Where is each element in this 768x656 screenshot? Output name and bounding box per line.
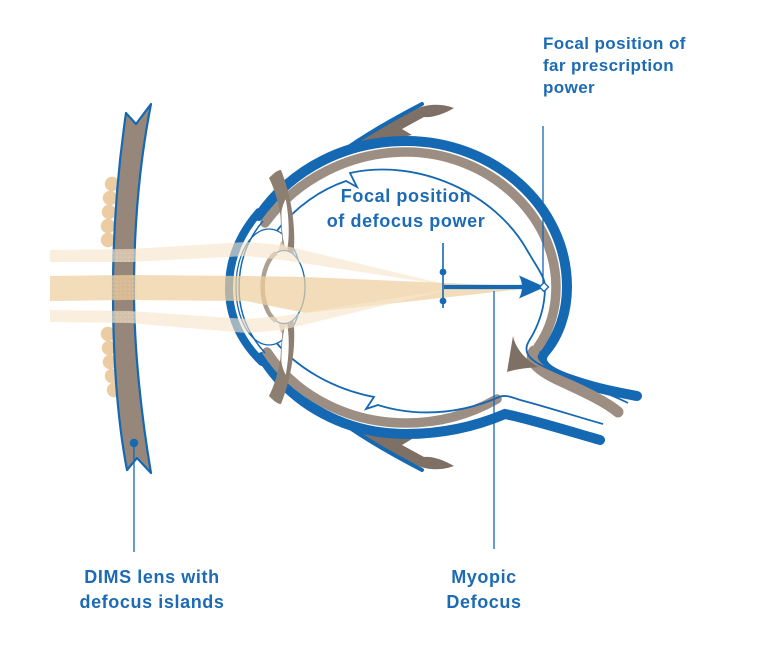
label-far-prescription: Focal position of far prescription power xyxy=(543,33,743,99)
iris-upper-slit xyxy=(280,196,290,253)
defocus-island xyxy=(100,218,116,234)
label-dims-lens: DIMS lens with defocus islands xyxy=(57,565,247,615)
label-line: Defocus xyxy=(446,592,522,612)
label-line: far prescription xyxy=(543,56,675,75)
label-line: Focal position of xyxy=(543,34,686,53)
light-rays xyxy=(50,242,540,333)
light-ray-top xyxy=(50,242,452,286)
optic-nerve-wedge xyxy=(507,336,539,372)
label-myopic-defocus: Myopic Defocus xyxy=(414,565,554,615)
light-ray-bottom xyxy=(50,289,452,333)
label-line: DIMS lens with xyxy=(84,567,220,587)
choroid-layer-top xyxy=(260,147,561,352)
focal-dot-lower xyxy=(439,297,447,305)
eye-muscle-top xyxy=(347,104,454,149)
myopic-defocus-arrow-head xyxy=(519,275,545,299)
defocus-island xyxy=(100,232,116,248)
label-defocus-power: Focal position of defocus power xyxy=(306,184,506,234)
sclera-outline-bottom xyxy=(257,352,605,445)
retina-line-bottom xyxy=(274,340,604,425)
retina-line-top xyxy=(274,168,629,404)
focal-dot-upper xyxy=(439,268,447,276)
defocus-island xyxy=(101,204,117,220)
label-line: Focal position xyxy=(340,186,472,206)
label-line: defocus islands xyxy=(79,592,225,612)
label-line: Myopic xyxy=(451,567,517,587)
defocus-island xyxy=(100,326,116,342)
defocus-island xyxy=(104,176,120,192)
defocus-island xyxy=(102,190,118,206)
arrow-tip-diamond xyxy=(538,281,550,293)
label-line: power xyxy=(543,78,596,97)
label-line: of defocus power xyxy=(326,211,486,231)
choroid-layer-bottom xyxy=(262,347,502,428)
annotations xyxy=(129,126,550,552)
light-ray-middle xyxy=(50,275,540,313)
iris-lower-slit xyxy=(280,321,290,378)
defocus-island xyxy=(101,340,117,356)
dims-leader-dot xyxy=(129,438,139,448)
